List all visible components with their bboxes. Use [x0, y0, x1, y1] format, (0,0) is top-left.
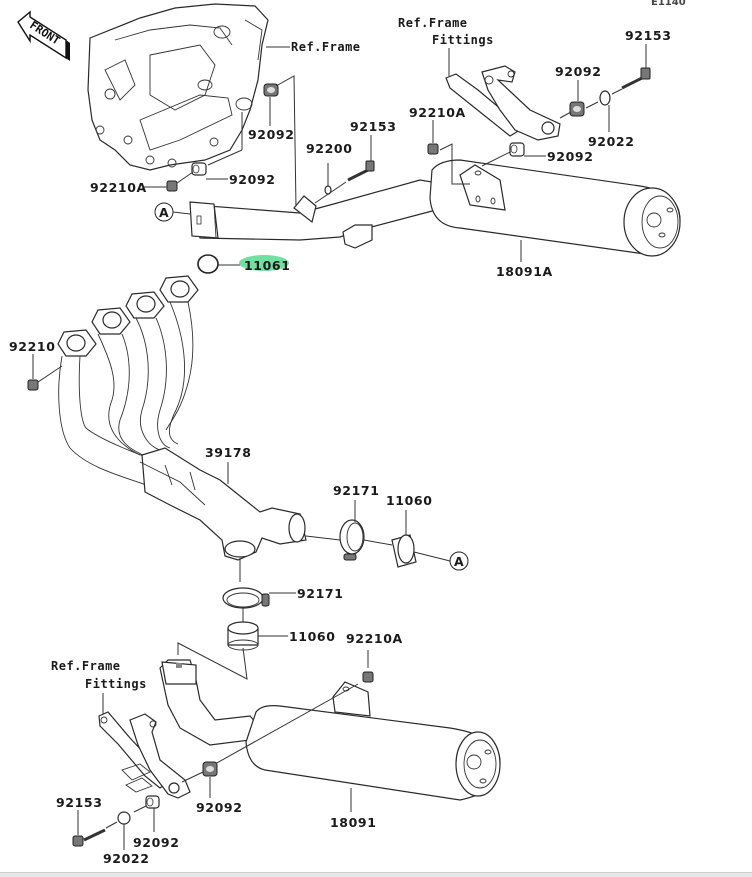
part-label-11060: 11060 — [386, 493, 433, 508]
nut-92210 — [27, 379, 39, 391]
nut-92210A-bottom — [362, 671, 374, 683]
part-label-92153: 92153 — [625, 28, 672, 43]
part-label-92171: 92171 — [333, 483, 380, 498]
part-label-92210A: 92210A — [90, 180, 147, 195]
collar-92092-top-right-lower — [509, 142, 525, 157]
diagram-code: E1140 — [651, 0, 686, 8]
part-label-92092: 92092 — [555, 64, 602, 79]
washer-92022-top — [599, 90, 611, 106]
part-label-92092: 92092 — [547, 149, 594, 164]
ref-frame-label: Ref.Frame — [291, 40, 361, 54]
bolt-92153-top — [621, 67, 651, 90]
frame-fittings-bracket-bottom — [98, 711, 191, 799]
part-label-92171: 92171 — [297, 586, 344, 601]
ref-frame-fittings-top-line2: Fittings — [432, 33, 494, 47]
washer-92022-bottom — [117, 811, 131, 825]
callout-a-mid: A — [454, 554, 464, 569]
muffler-18091 — [159, 659, 501, 801]
part-label-92022: 92022 — [588, 134, 635, 149]
part-label-11061: 11061 — [244, 258, 291, 273]
sleeve-11060-right — [391, 534, 417, 568]
part-label-18091A: 18091A — [496, 264, 553, 279]
part-label-92210A: 92210A — [346, 631, 403, 646]
clamp-92171-right — [339, 519, 365, 561]
sleeve-11060-lower — [227, 621, 259, 651]
clamp-92171-lower — [222, 587, 270, 609]
bolt-92153-bottom — [72, 828, 106, 847]
header-pipe-39178 — [57, 275, 307, 561]
gasket-11061 — [197, 254, 219, 274]
part-label-92210: 92210 — [9, 339, 56, 354]
collar-92092-frame-upper — [263, 83, 279, 97]
collar-92092-bottom-left — [145, 795, 160, 809]
part-label-92200: 92200 — [306, 141, 353, 156]
part-label-92153: 92153 — [350, 119, 397, 134]
ref-frame-fittings-bottom-line2: Fittings — [85, 677, 147, 691]
muffler-18091A — [189, 159, 681, 257]
bolt-92153-mid — [347, 160, 375, 182]
part-label-92092: 92092 — [133, 835, 180, 850]
bottom-border — [0, 872, 752, 877]
part-label-92092: 92092 — [196, 800, 243, 815]
ref-frame-fittings-bottom-line1: Ref.Frame — [51, 659, 121, 673]
front-arrow-icon: FRONT — [17, 10, 70, 61]
collar-92092-bottom-mid — [202, 761, 218, 777]
part-label-92022: 92022 — [103, 851, 150, 866]
part-label-92210A: 92210A — [409, 105, 466, 120]
frame-fittings-bracket-top — [445, 65, 561, 141]
nut-92210A-top — [427, 143, 439, 155]
part-label-11060: 11060 — [289, 629, 336, 644]
collar-92092-frame-lower — [191, 162, 207, 176]
part-label-39178: 39178 — [205, 445, 252, 460]
part-label-92092: 92092 — [248, 127, 295, 142]
part-label-92092: 92092 — [229, 172, 276, 187]
part-label-92153: 92153 — [56, 795, 103, 810]
callout-a-top: A — [159, 205, 169, 220]
nut-92210A-frame — [166, 180, 178, 192]
collar-92092-top-right — [569, 101, 585, 117]
part-label-18091: 18091 — [330, 815, 377, 830]
frame-reference — [87, 3, 269, 171]
ref-frame-fittings-top-line1: Ref.Frame — [398, 16, 468, 30]
highlight-marker — [239, 255, 289, 271]
